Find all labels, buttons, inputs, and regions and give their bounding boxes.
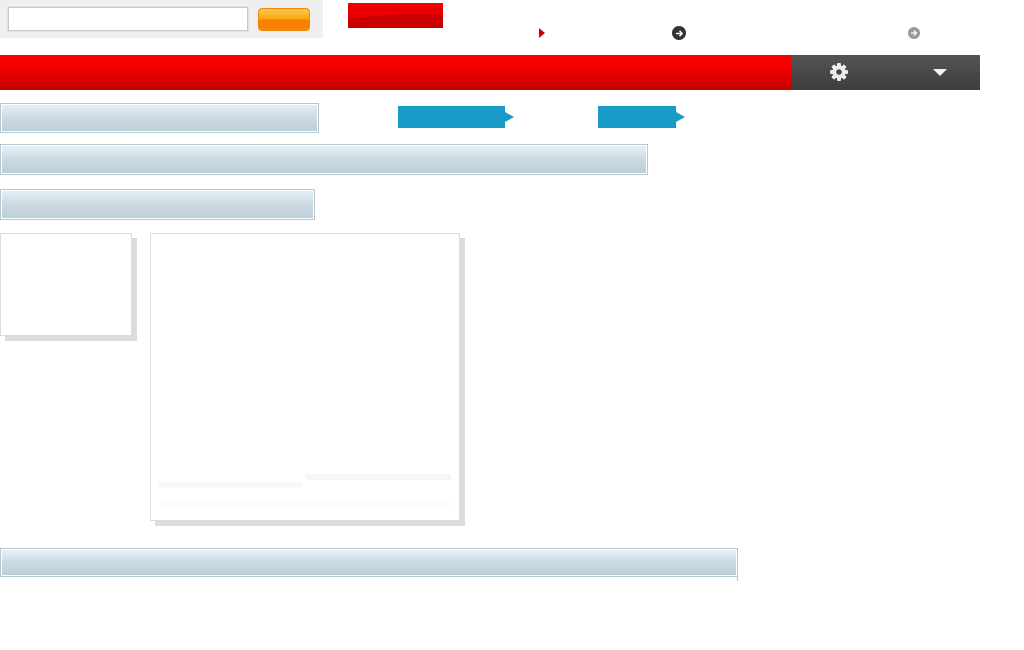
play-icon[interactable] [539,28,545,38]
placeholder-line [306,474,451,480]
content-card-small [0,233,132,336]
chevron-down-icon[interactable] [933,69,947,76]
ribbon-arrow-tip [676,112,685,122]
placeholder-line [159,503,453,505]
search-panel [0,0,323,38]
placeholder-bar-3 [0,189,315,220]
header-red-bar [0,55,791,90]
gear-icon[interactable] [829,62,849,82]
search-input[interactable] [8,7,248,31]
placeholder-line [159,482,303,488]
arrow-circle-dark-icon[interactable] [672,26,686,40]
ribbon-arrow-tip [505,112,514,122]
header-toolbar [791,55,980,90]
ribbon-button-1[interactable] [398,106,514,128]
content-card-large [150,233,460,521]
ribbon-button-2[interactable] [598,106,685,128]
placeholder-bar-2 [0,144,648,175]
placeholder-bar-bottom [0,548,738,581]
primary-red-button[interactable] [348,3,443,28]
arrow-circle-gray-icon[interactable] [908,27,920,39]
search-button[interactable] [258,8,310,31]
placeholder-bar-1 [0,103,319,133]
